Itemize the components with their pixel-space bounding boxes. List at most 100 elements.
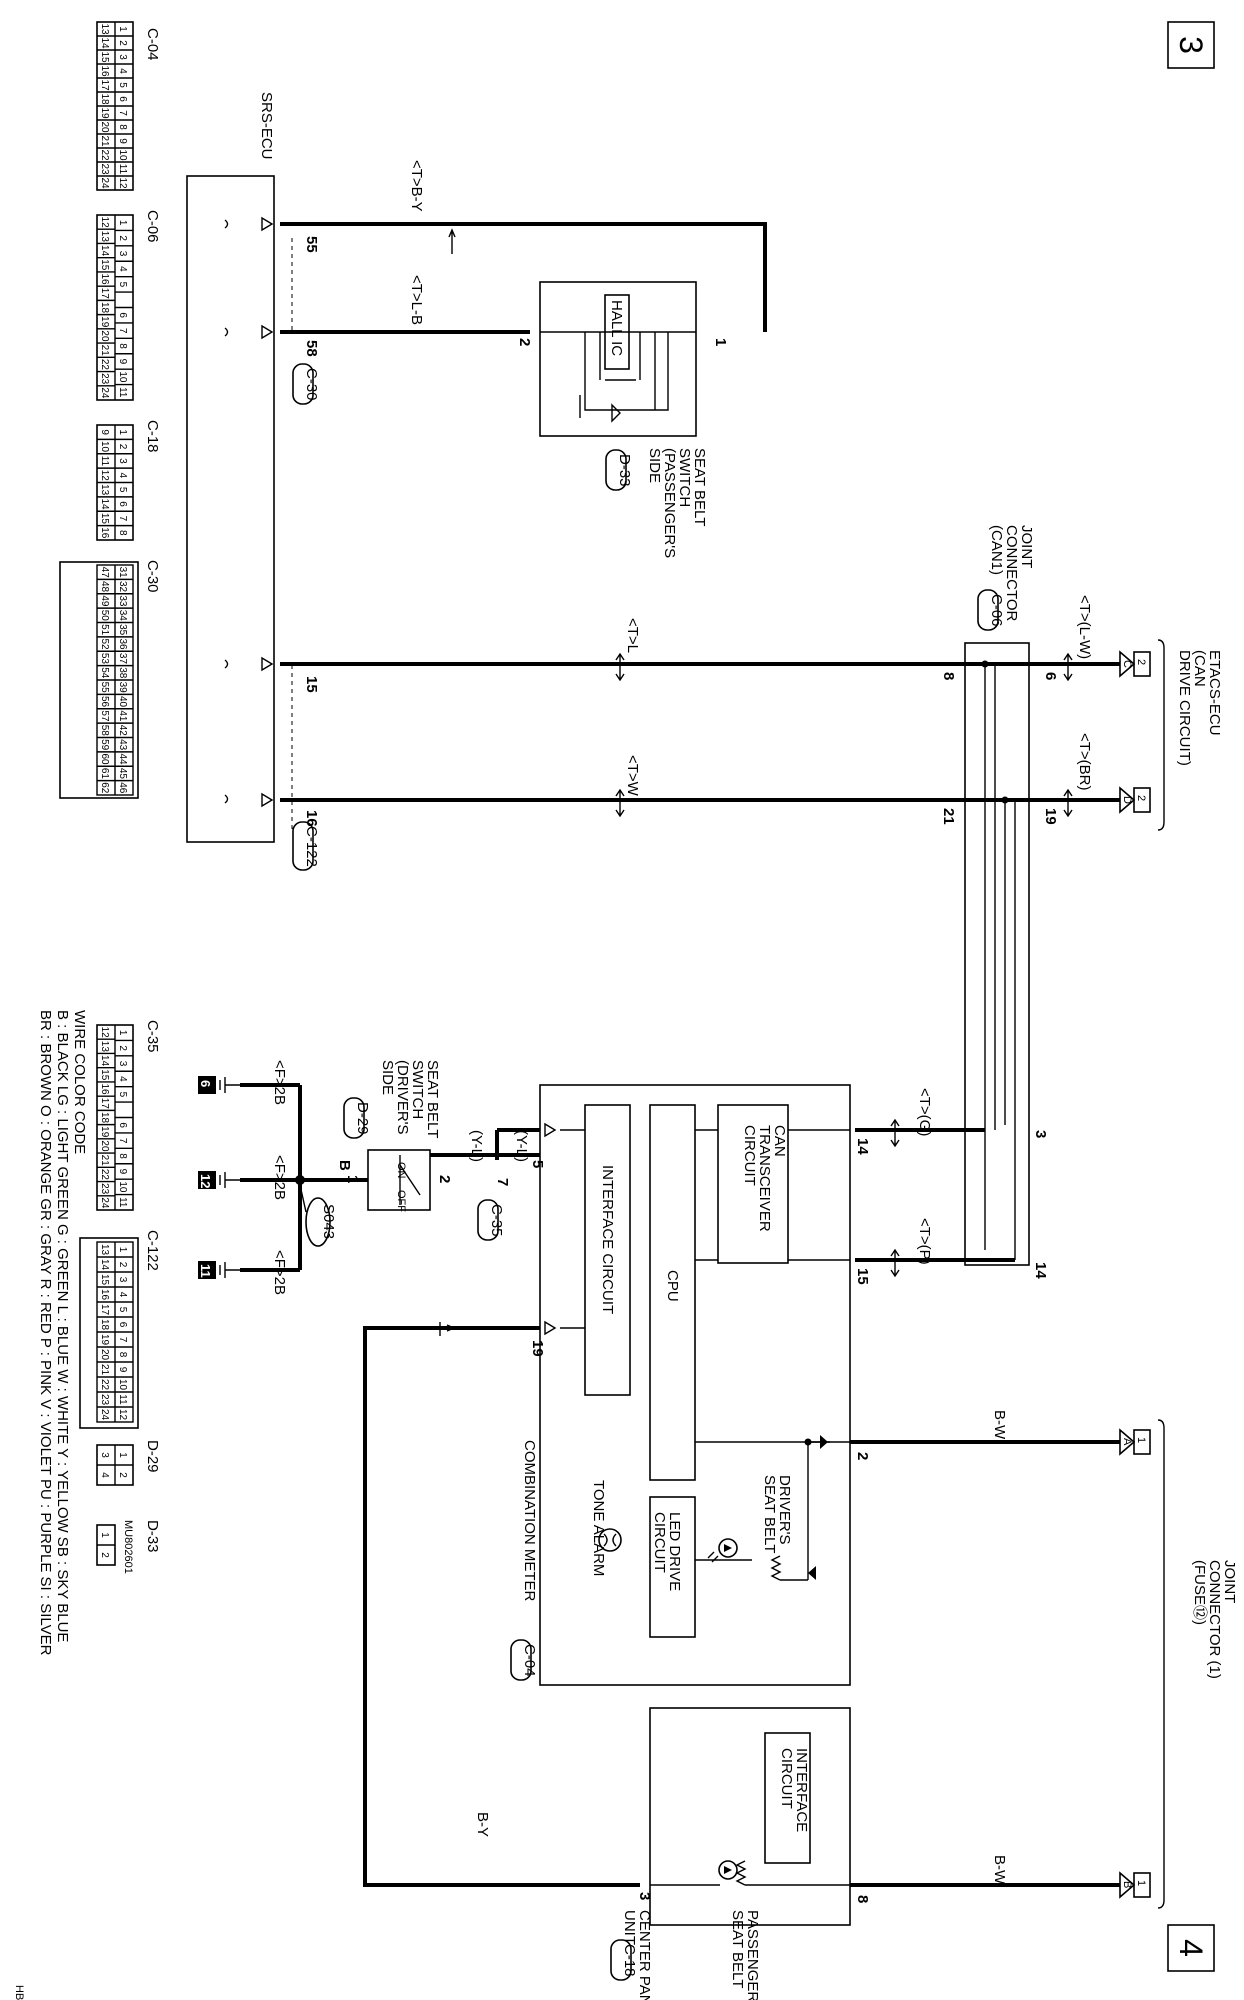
ground-12: 12	[198, 1171, 240, 1189]
svg-text:TONE ALARM: TONE ALARM	[590, 1480, 607, 1576]
svg-text:58: 58	[303, 340, 320, 357]
pin-number: 13	[99, 1244, 110, 1256]
pin-number: 1	[117, 429, 128, 435]
pin-number: 6	[117, 312, 128, 318]
pin-number: 5	[117, 1092, 128, 1098]
pinout-c122: C-122 1234567891011121314151617181920212…	[79, 1230, 161, 1429]
pin-number: 19	[99, 1334, 110, 1346]
pin-number: 31	[117, 567, 128, 579]
pin-number: 10	[117, 371, 128, 383]
svg-text:ETACS-ECU: ETACS-ECU	[1206, 650, 1223, 736]
pin-number: 18	[99, 302, 110, 314]
pin-number: 42	[117, 725, 128, 737]
pin-number: 48	[99, 581, 110, 593]
pin-number: 7	[117, 1138, 128, 1144]
pin-number: 12	[99, 470, 110, 482]
svg-text:B-W: B-W	[991, 1855, 1008, 1885]
svg-text:SEAT BELT: SEAT BELT	[729, 1910, 746, 1988]
svg-text:(CAN: (CAN	[1191, 650, 1208, 687]
diagram-reference: HBH15M158C	[13, 1985, 25, 2000]
pin-number: 3	[117, 251, 128, 257]
pin-number: 7	[117, 516, 128, 522]
svg-text:21: 21	[940, 808, 957, 825]
pin-number: 8	[117, 1153, 128, 1159]
svg-text:2: 2	[436, 1175, 453, 1183]
pin-number: 4	[117, 1292, 128, 1298]
offpage-joint-b: 1 B	[1119, 1871, 1151, 1899]
pin-number: 11	[117, 1197, 128, 1208]
pin-number: 60	[99, 754, 110, 766]
pin-number: 15	[99, 513, 110, 525]
svg-text:(Y-L): (Y-L)	[513, 1130, 530, 1162]
svg-text:5: 5	[529, 1160, 546, 1168]
connector-tag-c18: C-18	[610, 1939, 638, 1981]
pin-number: 53	[99, 653, 110, 665]
svg-text:C-18: C-18	[621, 1944, 638, 1977]
svg-text:<F>2B: <F>2B	[271, 1250, 288, 1295]
pin-number: 3	[99, 1452, 110, 1458]
svg-text:<T>L: <T>L	[624, 618, 641, 653]
svg-text:CIRCUIT: CIRCUIT	[741, 1125, 758, 1186]
pin-number: 19	[99, 316, 110, 328]
svg-text:(CAN1): (CAN1)	[988, 525, 1005, 575]
pin-number: 14	[99, 245, 110, 257]
pin-number: 7	[117, 1337, 128, 1343]
pin-number: 44	[117, 754, 128, 766]
pin-number: 55	[99, 682, 110, 694]
svg-text:1: 1	[1135, 1880, 1147, 1886]
pin-number: 13	[99, 231, 110, 243]
svg-text:SIDE: SIDE	[379, 1060, 396, 1095]
svg-text:D: D	[1121, 796, 1133, 804]
svg-text:3: 3	[636, 1892, 653, 1900]
pin-number: 50	[99, 610, 110, 622]
page-marker-right: 4	[1167, 1924, 1215, 1972]
pin-number: 2	[99, 1552, 110, 1558]
svg-text:14: 14	[1032, 1262, 1049, 1279]
svg-text:(DRIVER'S: (DRIVER'S	[394, 1060, 411, 1135]
pin-number: 32	[117, 581, 128, 593]
svg-text:B: B	[1121, 1881, 1133, 1888]
svg-text:PASSENGER'S: PASSENGER'S	[744, 1910, 761, 2000]
pin-number: 1	[117, 26, 128, 32]
pin-number: 14	[99, 37, 110, 49]
connector-tag-c122: C-122	[292, 821, 320, 871]
svg-text:DRIVER'S: DRIVER'S	[776, 1475, 793, 1545]
pin-number: 12	[117, 177, 128, 189]
pin-number: 13	[99, 23, 110, 35]
svg-text:C-30: C-30	[144, 560, 161, 593]
svg-text:19: 19	[529, 1340, 546, 1357]
pin-number: 14	[99, 1259, 110, 1271]
pin-number: 3	[117, 458, 128, 464]
svg-text:CAN: CAN	[771, 1125, 788, 1157]
pin-number: 11	[117, 387, 128, 398]
pin-number: 2	[117, 444, 128, 450]
joint-connector-can1: 8 21 6 19 3 14 JOINT CONNECTOR (CAN1) C-…	[940, 525, 1059, 1279]
pinout-c30: C-30 31323334353637383940414243444546474…	[59, 560, 161, 799]
pin-number: 13	[99, 1041, 110, 1053]
pin-number: 18	[99, 93, 110, 105]
pin-number: 3	[117, 54, 128, 60]
svg-text:<T>(L-W): <T>(L-W)	[1076, 595, 1093, 659]
pin-number: 5	[117, 282, 128, 288]
pin-number: 4	[99, 1472, 110, 1478]
svg-text:C-06: C-06	[144, 210, 161, 243]
pin-number: 3	[117, 1277, 128, 1283]
pin-number: 5	[117, 487, 128, 493]
pin-number: 16	[99, 527, 110, 539]
pin-number: 9	[117, 1169, 128, 1175]
seat-belt-switch-driver: 2 1 ON OFF SEAT BELT SWITCH (DRIVER'S SI…	[343, 1060, 453, 1212]
svg-text:SEAT BELT: SEAT BELT	[424, 1060, 441, 1138]
pin-number: 21	[99, 1155, 110, 1167]
pin-number: 12	[99, 217, 110, 229]
pin-number: 18	[99, 1112, 110, 1124]
pin-number: 3	[117, 1061, 128, 1067]
pin-number: 43	[117, 739, 128, 751]
svg-text:14: 14	[854, 1138, 871, 1155]
pin-number: 17	[99, 1098, 110, 1110]
svg-text:CPU: CPU	[664, 1270, 681, 1302]
pin-number: 19	[99, 1126, 110, 1138]
pin-number: 17	[99, 79, 110, 91]
svg-text:BR : BROWN O : ORANGE GR :: BR : BROWN O : ORANGE GR : GRAY R : RED …	[37, 1010, 54, 1656]
svg-text:CENTER PANEL: CENTER PANEL	[636, 1910, 653, 2000]
